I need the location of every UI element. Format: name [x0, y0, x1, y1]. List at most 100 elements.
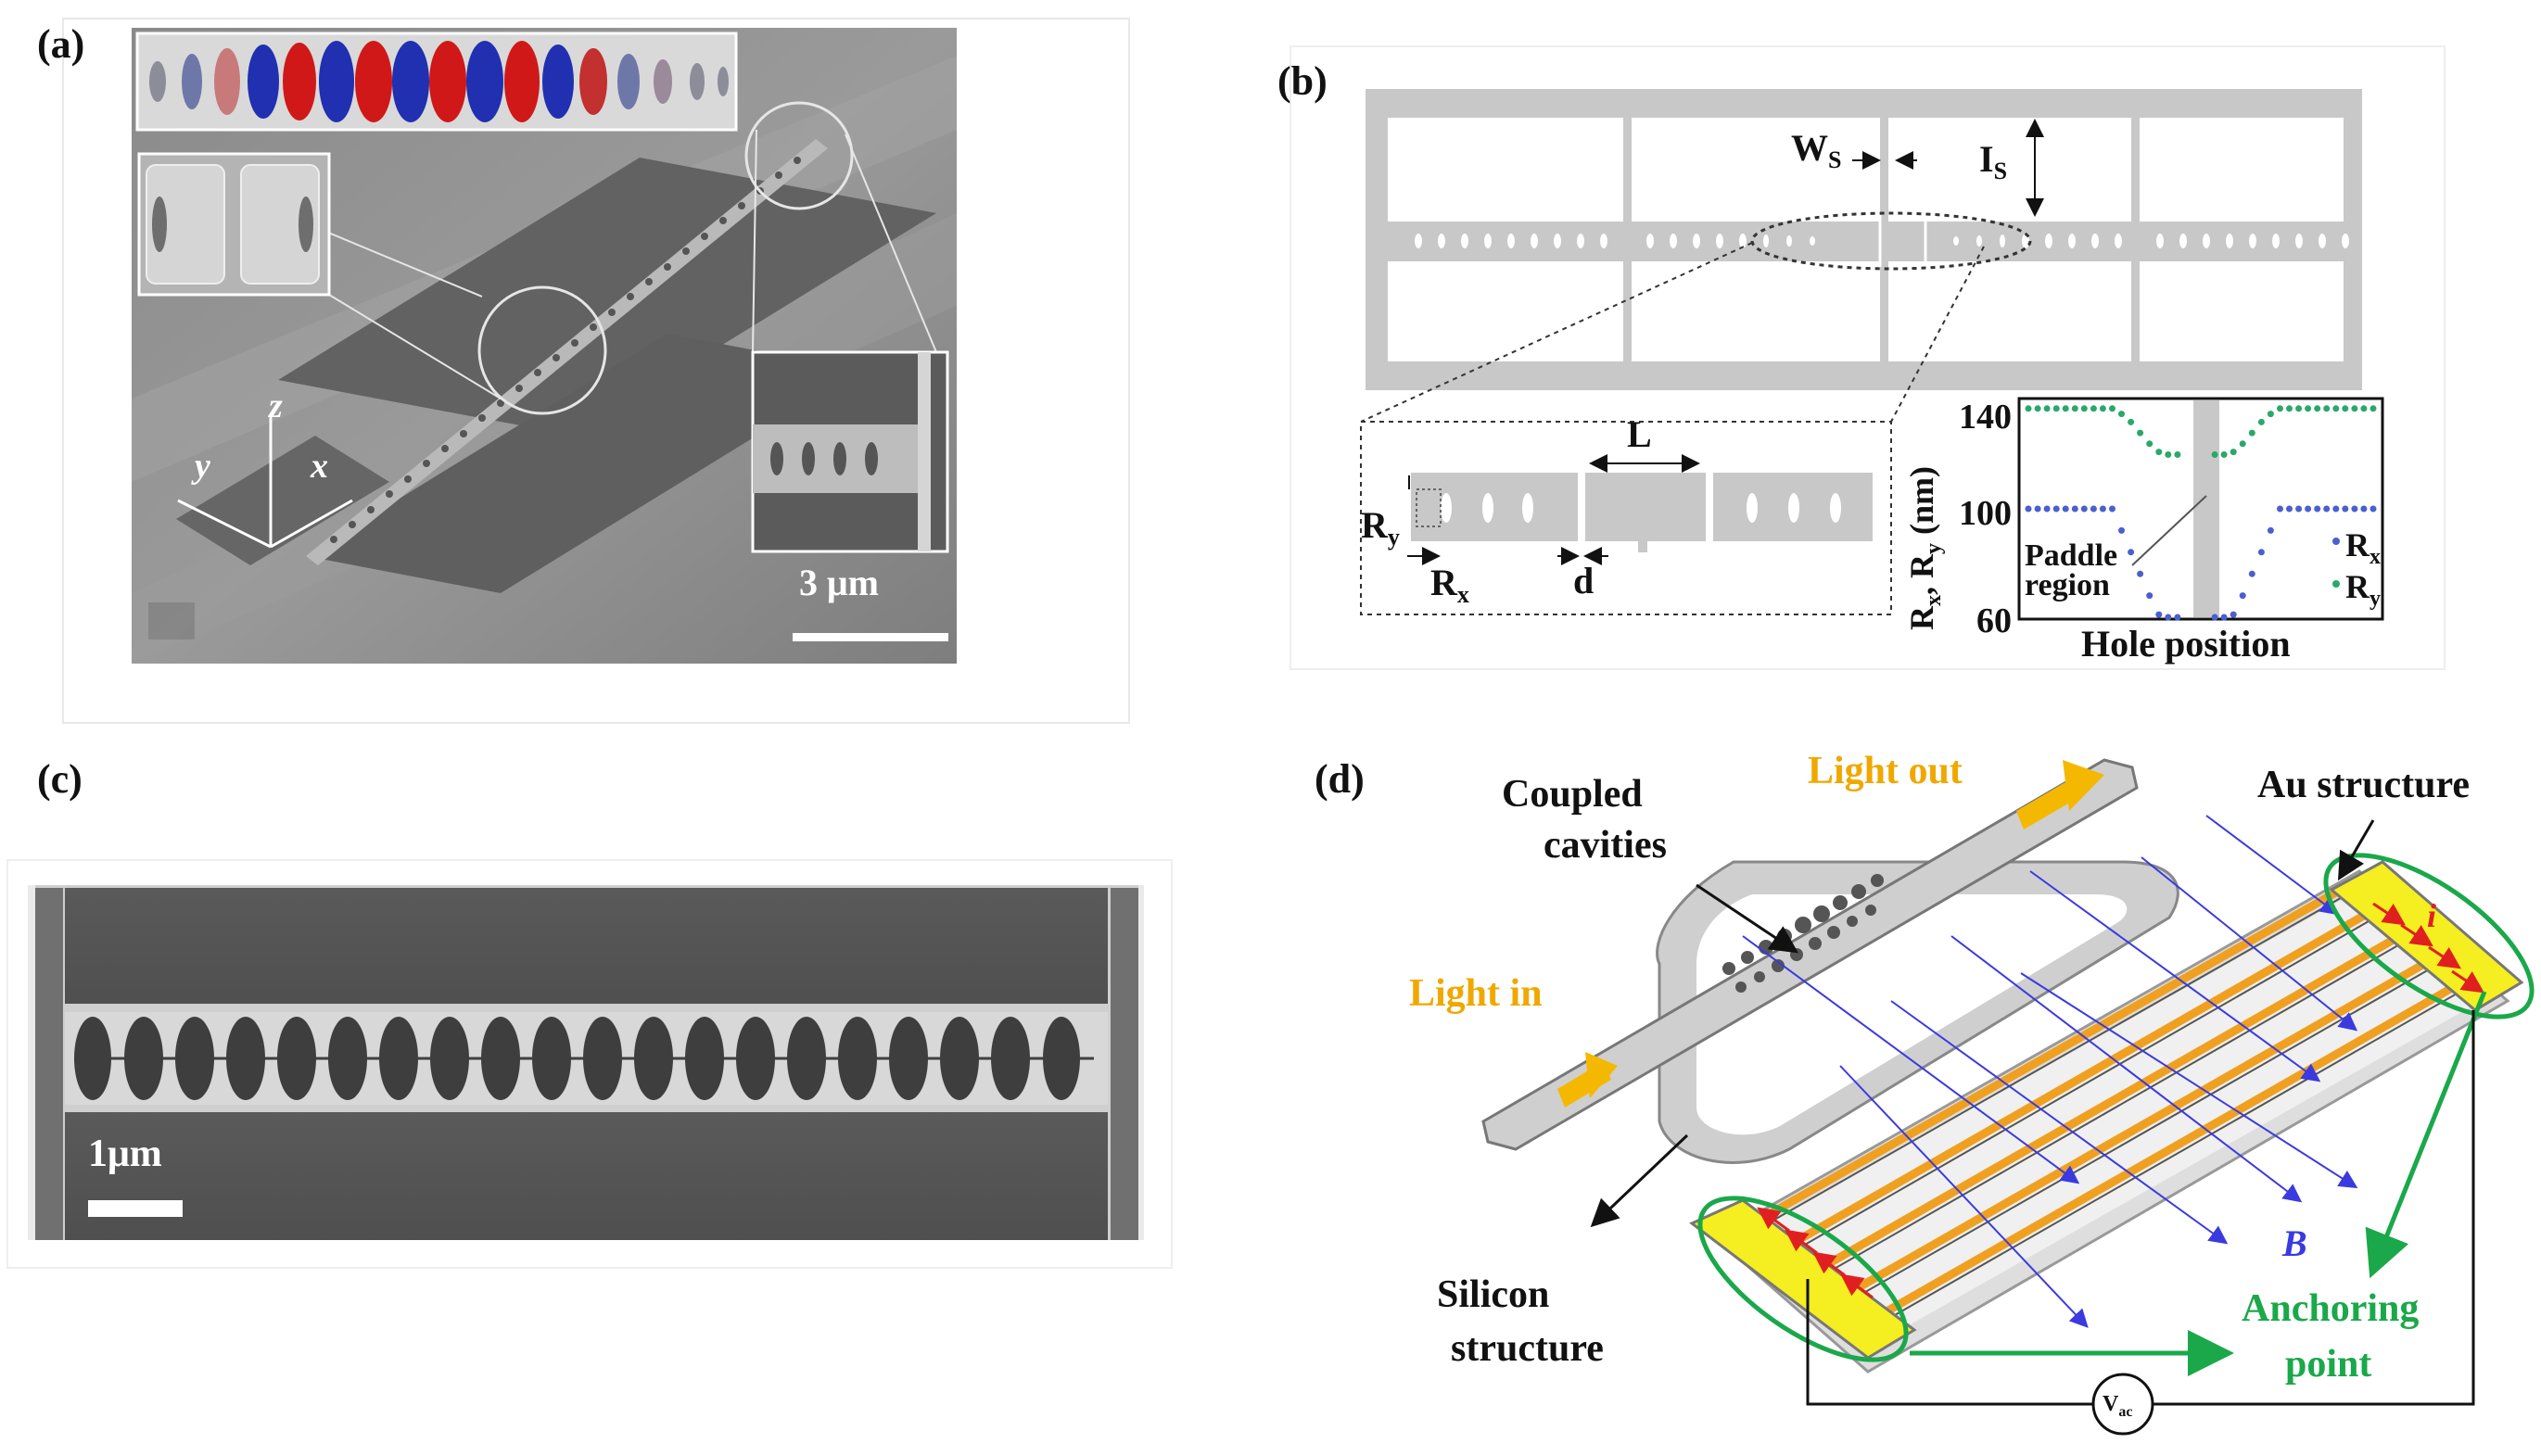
silicon-structure-label-1: Silicon: [1437, 1273, 1549, 1316]
ry-point: [2248, 429, 2255, 437]
ry-point: [2239, 440, 2246, 448]
ry-point: [2342, 405, 2349, 412]
ry-point: [2025, 405, 2032, 412]
paddle-lower: [306, 334, 862, 593]
ry-point: [2230, 449, 2237, 456]
is-label: IS: [1979, 138, 2007, 184]
legend-rx: Rx: [2345, 526, 2381, 569]
rx-point: [2220, 614, 2228, 621]
paddle-left: [176, 436, 389, 565]
rx-point: [2034, 505, 2041, 513]
light-out-label: Light out: [1808, 750, 1963, 792]
zoom-circle-end: [744, 101, 854, 210]
panel-b-border: [1290, 45, 2446, 670]
chart-ylabel: Rx, Ry (nm): [1903, 466, 1946, 630]
axis-z-label: z: [267, 386, 283, 425]
ry-point: [2090, 405, 2097, 412]
ry-point: [2351, 405, 2358, 412]
rx-point: [2295, 505, 2303, 513]
ry-point: [2071, 405, 2078, 412]
mode-profile-lobes: [149, 41, 729, 122]
coupled-cavities-label-1: Coupled: [1502, 773, 1643, 816]
ry-point: [2118, 411, 2125, 418]
rx-point: [2267, 526, 2274, 534]
rx-point: [2286, 505, 2293, 513]
ry-point: [2323, 405, 2331, 412]
panel-d-letter: (d): [1315, 756, 1365, 802]
au-beams: [1731, 867, 2487, 1336]
ry-point: [2128, 418, 2135, 425]
ry-point: [2052, 405, 2060, 412]
paddle-upper: [278, 158, 936, 436]
scale-bar-c-label: 1μm: [88, 1133, 162, 1175]
ry-point: [2155, 449, 2163, 456]
rx-point: [2165, 614, 2172, 621]
rx-point: [2342, 505, 2349, 513]
scale-bar-a-label: 3 μm: [799, 562, 879, 603]
rx-point: [2137, 570, 2144, 577]
ytick-100: 100: [1959, 494, 2012, 533]
ry-point: [2369, 405, 2377, 412]
rx-point: [2174, 614, 2181, 621]
ry-point: [2314, 405, 2321, 412]
ry-point: [2257, 418, 2265, 425]
ry-point: [2099, 405, 2106, 412]
zoom-ellipse-b: [1750, 211, 2032, 271]
rx-point: [2109, 505, 2115, 513]
rx-point: [2314, 505, 2321, 513]
ry-point: [2165, 451, 2172, 458]
rx-point: [2146, 592, 2153, 600]
paddle-region-label-1: Paddle: [2025, 538, 2117, 573]
rx-point: [2239, 592, 2246, 600]
rx-point: [2128, 549, 2135, 556]
rx-point: [2332, 505, 2340, 513]
circuit-wire-left: [1806, 1279, 2093, 1406]
panel-c-letter: (c): [37, 756, 83, 802]
ry-point: [2080, 405, 2088, 412]
au-structure-label: Au structure: [2257, 764, 2470, 806]
rx-point: [2230, 611, 2237, 618]
rx-point: [2155, 611, 2163, 618]
paddle-region-band: [2193, 400, 2219, 617]
ry-point: [2211, 451, 2218, 458]
ws-label: WS: [1791, 127, 1841, 173]
anchor-ellipse-right: [2323, 853, 2535, 1019]
scale-bar-a: [793, 633, 948, 641]
beam-holes-b: [1415, 234, 2349, 248]
ry-point: [2332, 405, 2340, 412]
anchoring-point-label-1: Anchoring: [2242, 1287, 2419, 1330]
ry-point: [2034, 405, 2041, 412]
rx-point: [2351, 505, 2358, 513]
rx-point: [2305, 505, 2312, 513]
ry-point: [2146, 440, 2153, 448]
silicon-structure-label-2: structure: [1451, 1327, 1604, 1370]
panel-b: [1290, 45, 2446, 670]
coupled-cavities-label-2: cavities: [1544, 824, 1667, 867]
scale-bar-c: [88, 1200, 183, 1217]
ytick-60: 60: [1976, 601, 2012, 640]
panel-c-border: [6, 859, 1173, 1269]
waveguide: [1481, 758, 2139, 1151]
paddle-region-label-2: region: [2025, 568, 2110, 602]
nanobeam-a: [306, 139, 828, 565]
rx-point: [2062, 505, 2069, 513]
rx-point: [2118, 526, 2125, 534]
d-label: d: [1573, 560, 1594, 601]
rx-point: [2080, 505, 2088, 513]
ry-point: [2360, 405, 2368, 412]
L-label: L: [1627, 413, 1652, 455]
rx-point: [2052, 505, 2060, 513]
Ry-label: Ry: [1361, 504, 1400, 551]
ry-point: [2174, 451, 2181, 458]
Rx-label: Rx: [1430, 562, 1469, 608]
ac-source: [2091, 1373, 2154, 1436]
ry-point: [2109, 405, 2115, 412]
rx-point: [2211, 614, 2218, 621]
legend-ry-marker: [2332, 580, 2340, 588]
rx-point: [2071, 505, 2078, 513]
vac-label: Vac: [2103, 1392, 2132, 1420]
panel-a: [62, 18, 1130, 724]
ry-point: [2295, 405, 2303, 412]
rx-point: [2323, 505, 2331, 513]
